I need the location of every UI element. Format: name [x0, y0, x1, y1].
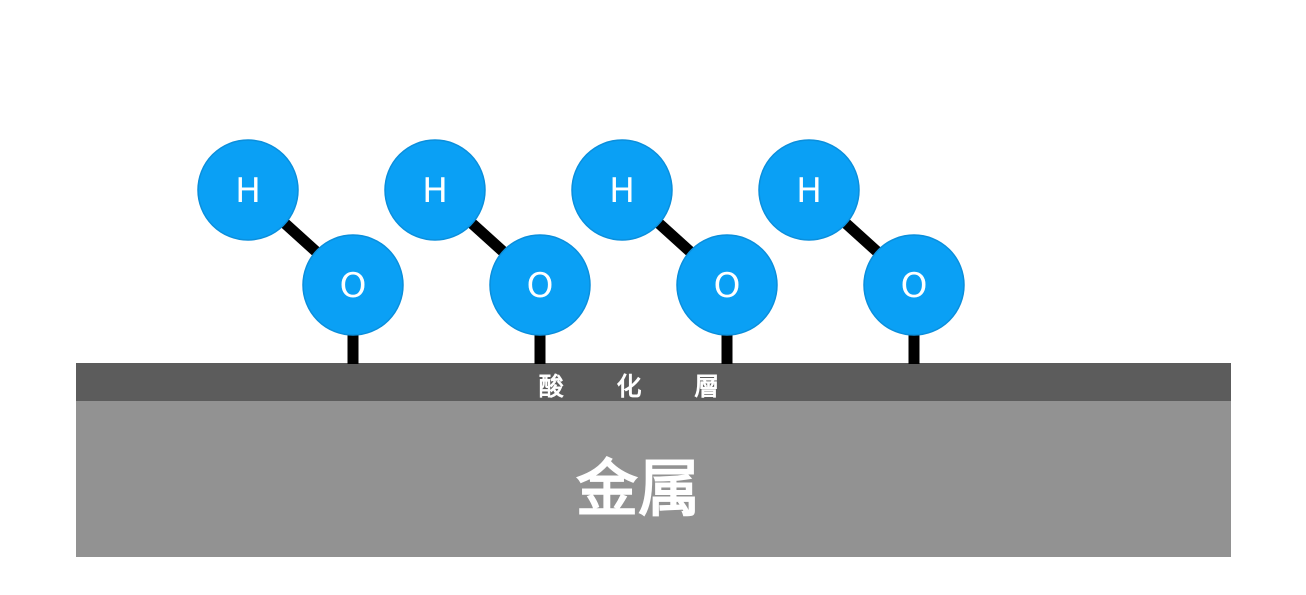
oxygen-atom-1 [302, 234, 404, 336]
metal-substrate [76, 401, 1231, 557]
oxygen-label-2: O [527, 266, 554, 306]
hydrogen-label-2: H [422, 171, 448, 211]
hydrogen-label-4: H [796, 171, 822, 211]
hydrogen-atom-4 [758, 139, 860, 241]
hydrogen-label-3: H [609, 171, 635, 211]
hydroxyl-groups: H O H O H O H O [197, 139, 965, 364]
metal-label: 金属 [575, 452, 700, 525]
oxygen-atom-2 [489, 234, 591, 336]
hydrogen-atom-3 [571, 139, 673, 241]
hydrogen-label-1: H [235, 171, 261, 211]
oxygen-atom-3 [676, 234, 778, 336]
hydrogen-atom-2 [384, 139, 486, 241]
oxygen-atom-4 [863, 234, 965, 336]
oxygen-label-1: O [340, 266, 367, 306]
oxygen-label-3: O [714, 266, 741, 306]
hydrogen-atom-1 [197, 139, 299, 241]
oxygen-label-4: O [901, 266, 928, 306]
oxide-layer [76, 363, 1231, 401]
oxide-layer-label: 酸 化 層 [539, 372, 741, 401]
